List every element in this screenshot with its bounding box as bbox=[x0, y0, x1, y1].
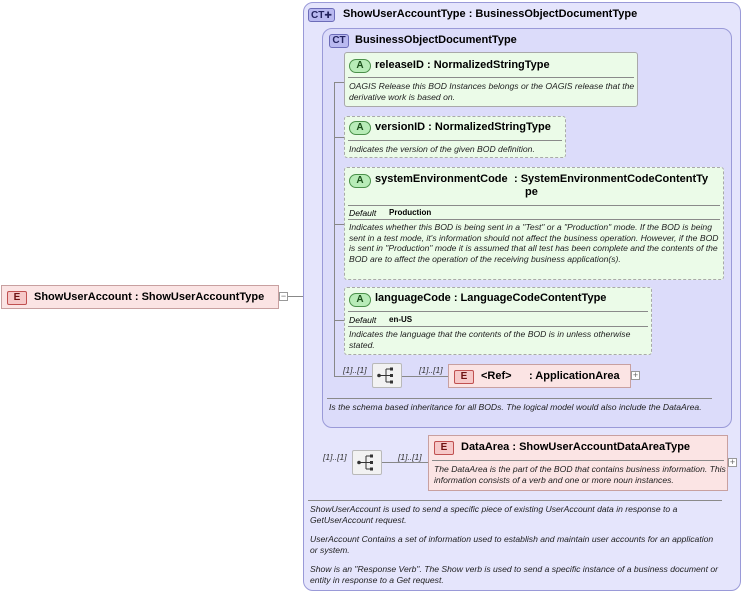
attribute-label: releaseID : NormalizedStringType bbox=[375, 59, 550, 71]
attribute-type-line1: : SystemEnvironmentCodeContentTy bbox=[514, 173, 709, 185]
outer-doc-paragraph-3: Show is an "Response Verb". The Show ver… bbox=[310, 564, 719, 585]
attr-connector-3 bbox=[334, 224, 344, 225]
default-value: Production bbox=[389, 208, 432, 217]
attribute-label-type: : SystemEnvironmentCodeContentTy pe bbox=[514, 173, 708, 199]
element-cardinality: [1]..[1] bbox=[419, 365, 443, 375]
complex-type-badge: CT bbox=[329, 34, 349, 48]
attribute-documentation: Indicates the language that the contents… bbox=[349, 329, 631, 350]
ref-label: <Ref> bbox=[481, 370, 512, 382]
attribute-type-line2: pe bbox=[525, 186, 538, 198]
seq-to-element bbox=[402, 376, 448, 377]
inner-trunk-line bbox=[334, 82, 335, 377]
divider bbox=[348, 140, 562, 141]
sequence-glyph bbox=[377, 367, 393, 384]
divider bbox=[348, 311, 648, 312]
element-applicationArea[interactable]: E <Ref> : ApplicationArea bbox=[448, 364, 631, 388]
ct-badge-text: CT bbox=[311, 10, 325, 21]
root-element-label: ShowUserAccount : ShowUserAccountType bbox=[34, 291, 265, 303]
element-label: : ApplicationArea bbox=[529, 370, 620, 382]
sequence-cardinality: [1]..[1] bbox=[343, 365, 367, 375]
attr-connector-1 bbox=[334, 82, 344, 83]
minus-box-icon[interactable]: − bbox=[279, 291, 288, 301]
attribute-documentation: OAGIS Release this BOD Instances belongs… bbox=[349, 81, 635, 102]
divider bbox=[348, 77, 634, 78]
outer-doc-paragraph-2: UserAccount Contains a set of informatio… bbox=[310, 534, 714, 555]
attribute-badge: A bbox=[349, 59, 371, 73]
element-badge: E bbox=[454, 370, 474, 384]
attribute-documentation: Indicates the version of the given BOD d… bbox=[349, 144, 535, 154]
root-element-box[interactable]: E ShowUserAccount : ShowUserAccountType bbox=[1, 285, 279, 309]
ct-extension-icon: ✚ bbox=[324, 10, 332, 20]
divider bbox=[348, 205, 720, 206]
sequence-icon[interactable] bbox=[352, 450, 382, 475]
outer-doc-paragraph-1: ShowUserAccount is used to send a specif… bbox=[310, 504, 678, 525]
plus-box-icon[interactable]: + bbox=[728, 457, 737, 467]
element-label: DataArea : ShowUserAccountDataAreaType bbox=[461, 441, 691, 453]
default-label: Default bbox=[349, 315, 377, 325]
divider bbox=[348, 326, 648, 327]
element-cardinality: [1]..[1] bbox=[398, 452, 422, 462]
divider bbox=[348, 219, 720, 220]
element-badge: E bbox=[434, 441, 454, 455]
attribute-documentation: Indicates whether this BOD is being sent… bbox=[349, 222, 719, 264]
root-connector bbox=[280, 296, 312, 297]
divider bbox=[308, 500, 722, 501]
attribute-label-name: systemEnvironmentCode bbox=[375, 173, 508, 185]
inner-type-label: BusinessObjectDocumentType bbox=[355, 34, 517, 46]
default-value: en-US bbox=[389, 315, 413, 324]
attribute-versionID[interactable]: A versionID : NormalizedStringType Indic… bbox=[344, 116, 566, 158]
attr-connector-4 bbox=[334, 320, 344, 321]
attribute-systemEnvironmentCode[interactable]: A systemEnvironmentCode : SystemEnvironm… bbox=[344, 167, 724, 280]
plus-box-icon[interactable]: + bbox=[631, 370, 640, 380]
complex-type-badge: CT✚ bbox=[308, 8, 335, 22]
divider bbox=[432, 460, 724, 461]
sequence-glyph bbox=[357, 454, 373, 471]
inner-type-documentation: Is the schema based inheritance for all … bbox=[329, 402, 702, 412]
seq-to-dataarea bbox=[382, 462, 428, 463]
seq-connector bbox=[334, 376, 372, 377]
element-dataArea[interactable]: E DataArea : ShowUserAccountDataAreaType… bbox=[428, 435, 728, 491]
attribute-languageCode[interactable]: A languageCode : LanguageCodeContentType… bbox=[344, 287, 652, 355]
outer-type-label: ShowUserAccountType : BusinessObjectDocu… bbox=[343, 8, 638, 20]
sequence-cardinality: [1]..[1] bbox=[323, 452, 347, 462]
attribute-releaseID[interactable]: A releaseID : NormalizedStringType OAGIS… bbox=[344, 52, 638, 107]
sequence-icon[interactable] bbox=[372, 363, 402, 388]
element-documentation: The DataArea is the part of the BOD that… bbox=[434, 464, 726, 485]
attribute-badge: A bbox=[349, 174, 371, 188]
default-label: Default bbox=[349, 208, 377, 218]
attribute-label: versionID : NormalizedStringType bbox=[375, 121, 551, 133]
attr-connector-2 bbox=[334, 137, 344, 138]
attribute-badge: A bbox=[349, 293, 371, 307]
attribute-label: languageCode : LanguageCodeContentType bbox=[375, 292, 607, 304]
divider bbox=[327, 398, 712, 399]
attribute-badge: A bbox=[349, 121, 371, 135]
element-badge: E bbox=[7, 291, 27, 305]
